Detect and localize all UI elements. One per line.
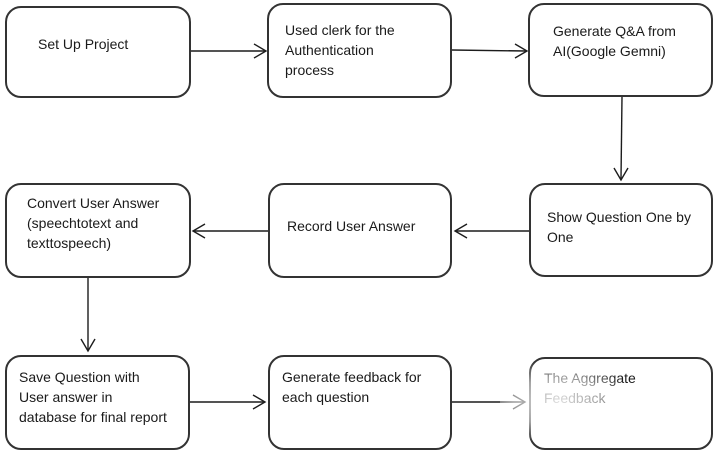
node-record-answer: Record User Answer [268,183,452,278]
node-generate-feedback: Generate feedback for each question [268,355,452,450]
arrow-setup-to-clerk [191,43,268,59]
node-set-up-project: Set Up Project [5,6,191,98]
arrow-feedback-to-aggregate [452,394,527,410]
arrow-save-to-feedback [190,394,267,410]
arrow-show-to-record [453,223,529,239]
arrow-record-to-convert [191,223,268,239]
node-clerk-auth: Used clerk for the Authentication proces… [267,3,452,98]
node-generate-qa: Generate Q&A from AI(Google Gemni) [528,3,713,97]
node-save-question: Save Question with User answer in databa… [5,355,190,450]
node-aggregate-feedback: The Aggregate Feedback [529,357,713,450]
node-show-question: Show Question One by One [529,183,713,277]
node-convert-answer: Convert User Answer (speechtotext and te… [5,183,191,278]
arrow-clerk-to-generate [451,43,529,59]
arrow-convert-to-save [80,278,96,353]
arrow-generate-to-show [613,96,629,182]
